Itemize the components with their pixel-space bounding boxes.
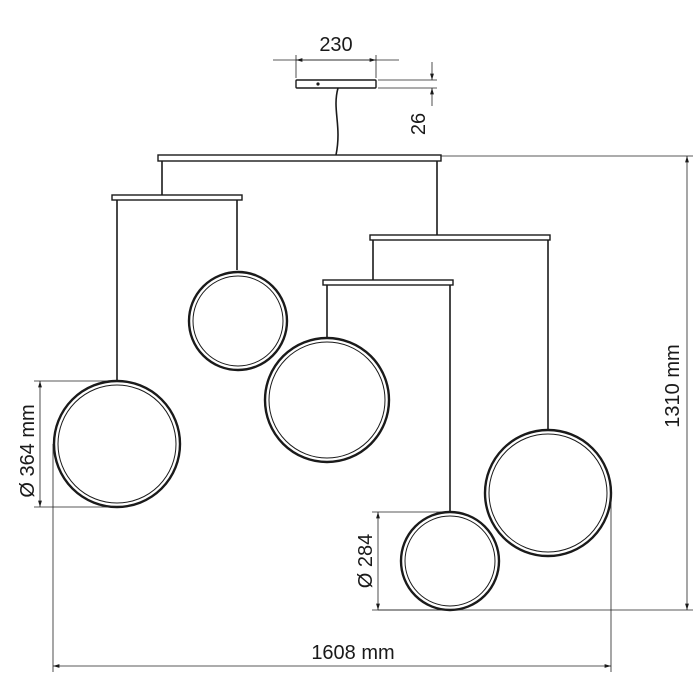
sub-bar-left (111, 194, 243, 201)
ring-large-right (483, 428, 613, 558)
ring-small-upper (187, 270, 289, 372)
suspension-cable (335, 87, 339, 156)
dim-canopy-width: 230 (273, 34, 399, 78)
sub-bar-right-upper (369, 234, 551, 241)
total-width-label: 1608 mm (311, 642, 394, 664)
sub-bar-right-lower (322, 279, 454, 286)
dim-total-height: 1310 mm (378, 155, 693, 611)
ring-small-bottom (399, 510, 501, 612)
dim-canopy-height: 26 (378, 62, 437, 135)
dim-small-diameter: Ø 284 (355, 511, 450, 611)
total-height-label: 1310 mm (662, 344, 684, 427)
ring-large-left (52, 379, 182, 509)
ring-large-center (263, 336, 391, 464)
canopy-width-label: 230 (319, 34, 352, 56)
canopy-height-label: 26 (408, 113, 430, 135)
canopy (295, 79, 377, 89)
dim-total-width: 1608 mm (52, 444, 612, 672)
main-bar (157, 154, 442, 162)
small-diameter-label: Ø 284 (355, 534, 377, 588)
dim-large-diameter: Ø 364 mm (17, 380, 117, 508)
large-diameter-label: Ø 364 mm (17, 404, 39, 497)
